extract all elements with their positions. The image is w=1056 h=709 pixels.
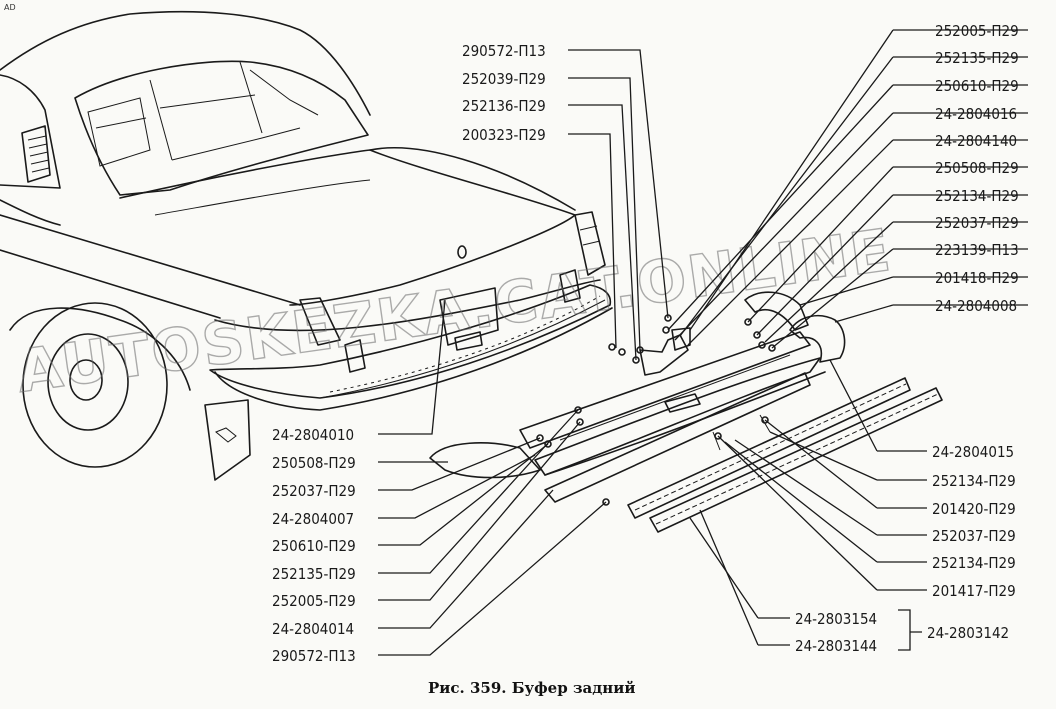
- part-label: 252039-П29: [462, 70, 546, 88]
- labels-assembly: 24-2803154 24-2803144 24-2803142: [795, 610, 1009, 655]
- part-label: 250508-П29: [935, 159, 1019, 177]
- part-label: 252134-П29: [932, 472, 1016, 490]
- part-label: 201417-П29: [932, 582, 1016, 600]
- part-label: 250610-П29: [935, 77, 1019, 95]
- part-label: 252037-П29: [272, 482, 356, 500]
- figure-caption: Рис. 359. Буфер задний: [428, 679, 635, 697]
- labels-mid-top: 290572-П13 252039-П29 252136-П29 200323-…: [462, 42, 546, 144]
- part-label: 24-2804140: [935, 132, 1017, 150]
- part-label: 24-2804015: [932, 443, 1014, 461]
- part-label: 290572-П13: [462, 42, 546, 60]
- part-label: 252136-П29: [462, 97, 546, 115]
- part-label: 201420-П29: [932, 500, 1016, 518]
- part-label: 250508-П29: [272, 454, 356, 472]
- part-label: 252135-П29: [272, 565, 356, 583]
- part-label: 252134-П29: [935, 187, 1019, 205]
- part-label: 252037-П29: [935, 214, 1019, 232]
- corner-mark: AD: [4, 3, 16, 12]
- part-label: 252037-П29: [932, 527, 1016, 545]
- part-label: 200323-П29: [462, 126, 546, 144]
- part-label: 290572-П13: [272, 647, 356, 665]
- leader-lines: [378, 29, 1028, 656]
- part-label: 252005-П29: [935, 22, 1019, 40]
- part-label: 24-2804010: [272, 426, 354, 444]
- part-label: 24-2804014: [272, 620, 354, 638]
- part-label: 250610-П29: [272, 537, 356, 555]
- exploded-bumper-parts: [429, 291, 943, 533]
- assembly-total-label: 24-2803142: [927, 624, 1009, 642]
- part-label: 24-2803154: [795, 610, 877, 628]
- car-rear-drawing: [0, 10, 613, 481]
- part-label: 252005-П29: [272, 592, 356, 610]
- labels-right-bottom: 24-2804015 252134-П29 201420-П29 252037-…: [932, 443, 1016, 600]
- part-label: 24-2804008: [935, 297, 1017, 315]
- part-label: 24-2804016: [935, 105, 1017, 123]
- labels-left-bottom: 24-2804010 250508-П29 252037-П29 24-2804…: [272, 426, 356, 665]
- part-label: 24-2804007: [272, 510, 354, 528]
- part-label: 252135-П29: [935, 49, 1019, 67]
- labels-right-top: 252005-П29 252135-П29 250610-П29 24-2804…: [935, 22, 1019, 315]
- part-label: 24-2803144: [795, 637, 877, 655]
- part-label: 223139-П13: [935, 241, 1019, 259]
- part-label: 252134-П29: [932, 554, 1016, 572]
- part-label: 201418-П29: [935, 269, 1019, 287]
